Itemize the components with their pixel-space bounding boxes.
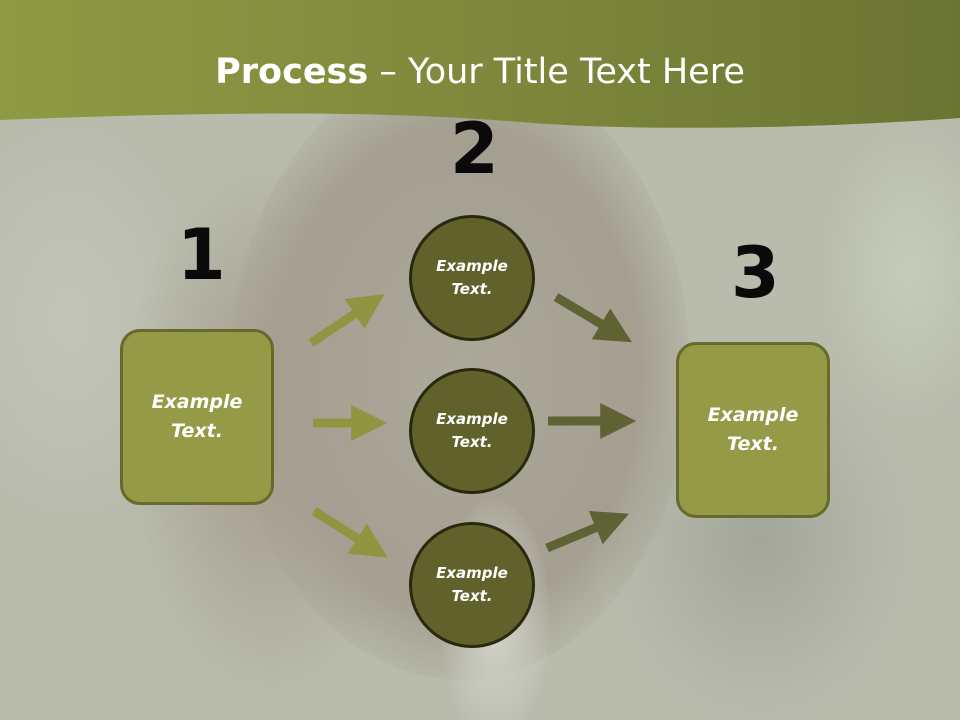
circle-top-text: Example Text.: [436, 257, 508, 298]
arrow-to-circle-1: [308, 294, 385, 347]
circle-bottom-text: Example Text.: [436, 564, 508, 605]
step-1-text: Example Text.: [151, 391, 243, 442]
step-3-box: Example Text.: [676, 342, 830, 518]
step-1-box: Example Text.: [120, 329, 274, 505]
step-2-circle-middle: Example Text.: [409, 368, 535, 494]
step-2-circle-top: Example Text.: [409, 215, 535, 341]
step-number-3: 3: [731, 232, 780, 314]
circle-middle-text: Example Text.: [436, 410, 508, 451]
title-rest: – Your Title Text Here: [368, 52, 745, 92]
step-3-text: Example Text.: [707, 404, 799, 455]
arrow-to-circle-3: [311, 507, 388, 558]
title-bold: Process: [215, 52, 369, 92]
step-number-1: 1: [177, 214, 226, 296]
header-banner: [0, 0, 960, 128]
step-2-circle-bottom: Example Text.: [409, 522, 535, 648]
arrow-from-circle-1: [553, 293, 632, 343]
step-number-2: 2: [450, 108, 499, 190]
arrow-from-circle-3: [545, 511, 629, 553]
slide-title: Process – Your Title Text Here: [0, 52, 960, 92]
